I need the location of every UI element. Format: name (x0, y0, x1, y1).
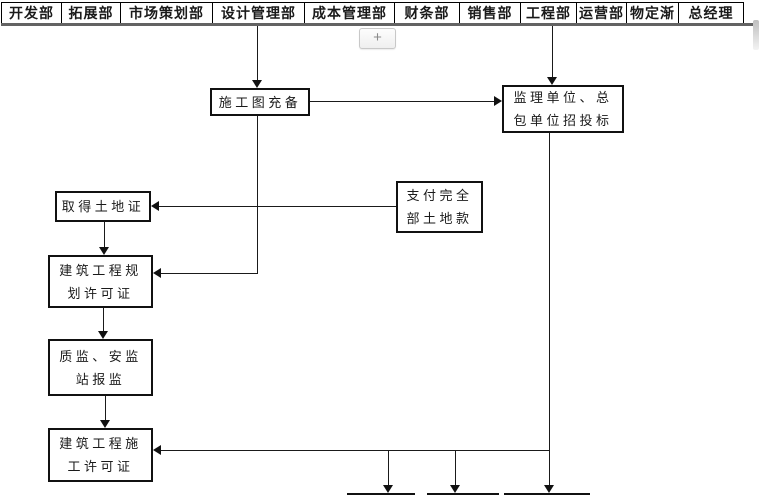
header-cell-operations[interactable]: 运营部 (576, 2, 627, 24)
arrowhead-down-icon (100, 420, 110, 428)
flow-node-quality-safety-report[interactable]: 质监、安监 站报监 (48, 339, 153, 396)
arrowhead-down-icon (252, 80, 262, 88)
flow-node-planning-permit[interactable]: 建筑工程规 划许可证 (48, 255, 153, 308)
bottom-box-partial-3[interactable] (504, 493, 590, 498)
flow-node-supervision-bidding[interactable]: 监理单位、总 包单位招投标 (502, 85, 624, 133)
header-cell-marketing[interactable]: 市场策划部 (120, 2, 213, 24)
arrowhead-down-icon (547, 77, 557, 85)
header-cell-development[interactable]: 开发部 (1, 2, 62, 24)
flow-node-obtain-land-cert[interactable]: 取得土地证 (55, 191, 151, 222)
arrowhead-down-icon (383, 485, 393, 493)
arrowhead-right-icon (494, 96, 502, 106)
connector-quality-to-constructionpermit-line (105, 396, 106, 420)
arrowhead-down-icon (544, 485, 554, 493)
header-cell-expansion[interactable]: 拓展部 (61, 2, 121, 24)
flow-node-shop-drawing-ready[interactable]: 施工图充备 (210, 88, 310, 116)
arrowhead-down-icon (99, 247, 109, 255)
header-cell-engineering[interactable]: 工程部 (520, 2, 577, 24)
flow-node-construction-permit[interactable]: 建筑工程施 工许可证 (48, 428, 153, 482)
header-cell-general-manager[interactable]: 总经理 (678, 2, 744, 24)
header-cell-finance[interactable]: 财条部 (394, 2, 460, 24)
arrowhead-left-icon (153, 268, 161, 278)
arrowhead-left-icon (153, 445, 161, 455)
header-bottom-band (1, 23, 753, 26)
flow-node-label: 监理单位、总 包单位招投标 (513, 90, 613, 128)
connector-rail-to-constructionpermit-line (161, 450, 550, 451)
connector-rail-drop2-line (455, 451, 456, 485)
connector-shopdrawing-to-planning-hline (161, 273, 258, 274)
connector-planning-to-quality-line (103, 308, 104, 331)
connector-rail-drop1-line (388, 451, 389, 485)
flow-node-label: 施工图充备 (218, 94, 302, 110)
bottom-box-partial-1[interactable] (347, 493, 415, 498)
header-cell-design-mgmt[interactable]: 设计管理部 (212, 2, 305, 24)
header-cell-sales[interactable]: 销售部 (459, 2, 521, 24)
connector-bidding-down-line (549, 133, 550, 451)
flow-node-label: 建筑工程施 工许可证 (59, 436, 142, 474)
connector-shopdrawing-to-planning-vline (257, 116, 258, 273)
flow-node-label: 建筑工程规 划许可证 (59, 262, 142, 301)
flow-node-label: 质监、安监 站报监 (59, 348, 142, 387)
arrowhead-down-icon (98, 331, 108, 339)
header-cell-property[interactable]: 物定渐 (626, 2, 679, 24)
flow-node-label: 支付完全 部土地款 (406, 188, 473, 226)
connector-engineering-to-bidding-line (552, 26, 553, 77)
flow-node-label: 取得土地证 (61, 199, 145, 214)
table-insert-plus-button[interactable]: + (359, 28, 396, 49)
bottom-box-partial-2[interactable] (427, 493, 499, 498)
department-header-row: 开发部 拓展部 市场策划部 设计管理部 成本管理部 财条部 销售部 工程部 运营… (1, 2, 744, 24)
flow-node-pay-full-land-price[interactable]: 支付完全 部土地款 (396, 181, 483, 233)
page-edge-shadow (753, 20, 759, 50)
arrowhead-down-icon (450, 485, 460, 493)
header-cell-cost-mgmt[interactable]: 成本管理部 (304, 2, 395, 24)
arrowhead-left-icon (151, 201, 159, 211)
connector-rail-drop3-line (549, 451, 550, 485)
connector-design-to-shopdrawing-line (257, 26, 258, 80)
connector-landcert-to-planning-line (104, 222, 105, 247)
connector-shopdrawing-to-bidding-line (310, 101, 494, 102)
connector-payment-to-landcert-line (159, 206, 396, 207)
